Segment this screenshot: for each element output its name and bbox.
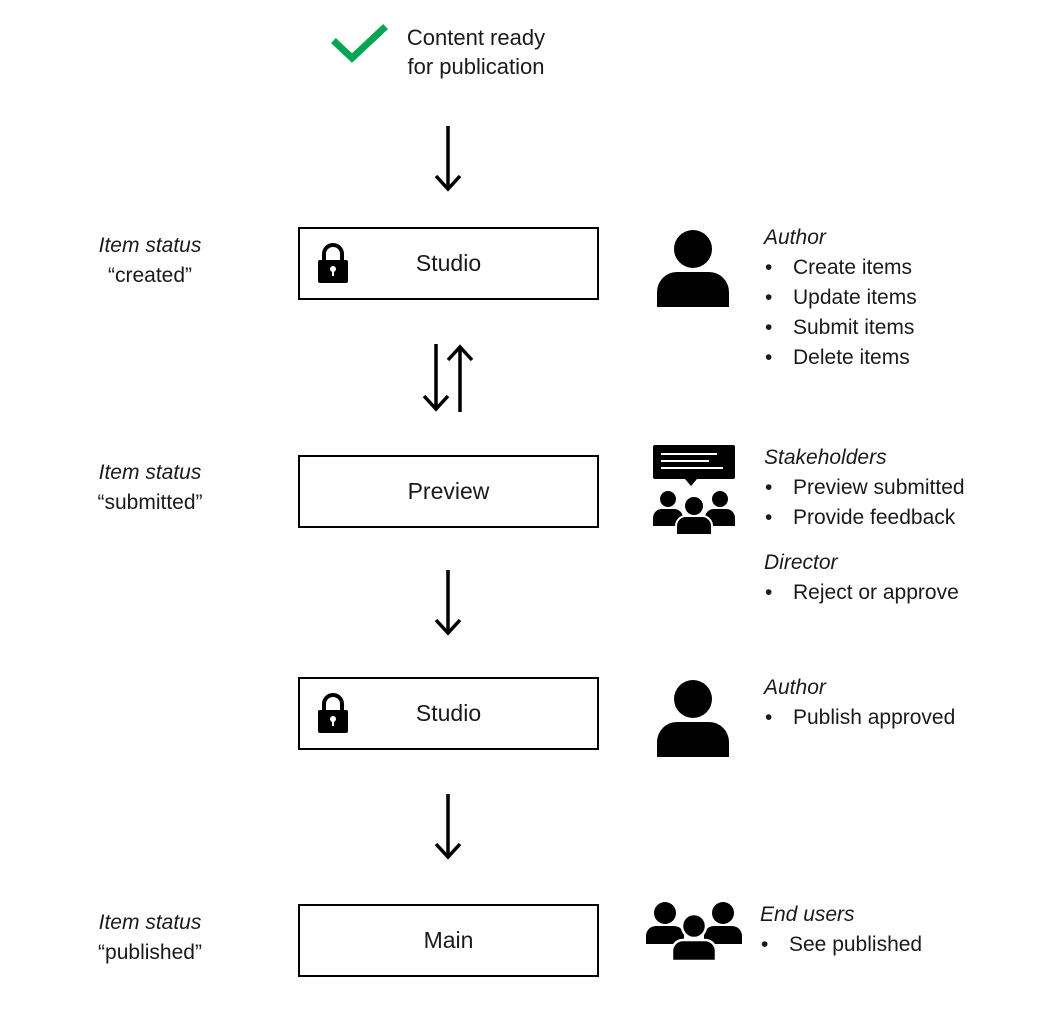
main-node: Main xyxy=(298,904,599,977)
item-status-published: Item status “published” xyxy=(70,908,230,968)
person-icon xyxy=(657,230,729,307)
role-list: Publish approved xyxy=(764,703,955,733)
preview-node: Preview xyxy=(298,455,599,528)
role-title: End users xyxy=(760,903,855,926)
role-title: Stakeholders xyxy=(764,446,887,469)
role-list: Preview submitted Provide feedback xyxy=(764,473,965,533)
role-list: Reject or approve xyxy=(764,578,959,608)
item-status-submitted: Item status “submitted” xyxy=(70,458,230,518)
group-discussion-icon xyxy=(653,445,735,536)
studio-node: Studio xyxy=(298,227,599,300)
role-item: Create items xyxy=(764,253,917,283)
end-users-role-block: End users See published xyxy=(760,900,922,960)
author-role-block: Author Publish approved xyxy=(764,673,955,733)
role-title: Author xyxy=(764,676,826,699)
arrow-down-icon xyxy=(434,126,462,192)
role-list: Create items Update items Submit items D… xyxy=(764,253,917,373)
item-status-value: “created” xyxy=(107,264,193,287)
node-label: Main xyxy=(423,927,474,953)
studio-node: Studio xyxy=(298,677,599,750)
node-label: Preview xyxy=(407,478,490,504)
header-line-2: for publication xyxy=(407,54,545,79)
arrow-bidirectional-icon xyxy=(422,344,474,412)
group-icon xyxy=(646,902,742,963)
item-status-label: Item status xyxy=(98,461,202,484)
role-item: Submit items xyxy=(764,313,917,343)
role-item: Provide feedback xyxy=(764,503,965,533)
checkmark-icon xyxy=(331,24,388,63)
person-icon xyxy=(657,680,729,757)
header-text: Content ready for publication xyxy=(386,23,566,81)
role-item: Preview submitted xyxy=(764,473,965,503)
role-title: Author xyxy=(764,226,826,249)
role-item: Delete items xyxy=(764,343,917,373)
role-item: Update items xyxy=(764,283,917,313)
lock-icon xyxy=(318,693,348,733)
item-status-created: Item status “created” xyxy=(70,231,230,291)
role-item: See published xyxy=(760,930,922,960)
node-label: Studio xyxy=(415,700,482,726)
role-list: See published xyxy=(760,930,922,960)
item-status-label: Item status xyxy=(98,234,202,257)
header-line-1: Content ready xyxy=(406,25,546,50)
role-title: Director xyxy=(764,551,838,574)
role-item: Publish approved xyxy=(764,703,955,733)
node-label: Studio xyxy=(415,250,482,276)
arrow-down-icon xyxy=(434,570,462,636)
item-status-value: “published” xyxy=(98,941,202,964)
lock-icon xyxy=(318,243,348,283)
stakeholders-role-block: Stakeholders Preview submitted Provide f… xyxy=(764,443,965,533)
item-status-value: “submitted” xyxy=(97,491,203,514)
author-role-block: Author Create items Update items Submit … xyxy=(764,223,917,373)
item-status-label: Item status xyxy=(98,911,202,934)
role-item: Reject or approve xyxy=(764,578,959,608)
arrow-down-icon xyxy=(434,794,462,860)
director-role-block: Director Reject or approve xyxy=(764,548,959,608)
